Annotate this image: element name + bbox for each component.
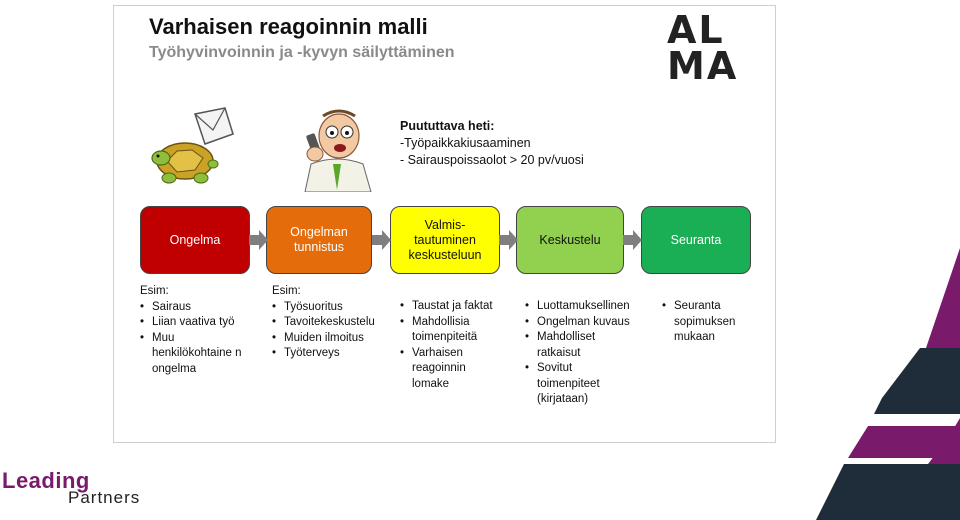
decorative-stripes [816,248,960,520]
stage-label: Valmis- tautuminen keskusteluun [409,218,482,263]
column-seuranta: Seuranta sopimuksen mukaan [662,299,757,346]
column-item: Liian vaativa työ [140,315,260,331]
stage-label-line: Ongelman [290,225,348,239]
column-item: Työterveys [272,346,397,362]
alma-logo-line-2: MA [667,44,739,88]
stage-ongelma: Ongelma [140,206,250,274]
column-item: Luottamuksellinen [525,299,655,315]
column-item: Tavoitekeskustelu [272,315,397,331]
turtle-illustration [151,107,234,184]
stage-label: Seuranta [671,233,722,248]
column-item: Muiden ilmoitus [272,331,397,347]
arrow-right-icon [372,230,391,250]
immediate-heading: Puututtava heti: [400,119,495,133]
stage-label-line: tunnistus [293,240,345,254]
slide-subtitle: Työhyvinvoinnin ja -kyvyn säilyttäminen [149,44,455,61]
brand-line-2: Partners [68,488,141,507]
stage-ongelman-tunnistus: Ongelman tunnistus [266,206,372,274]
leading-partners-logo: Leading Partners [2,468,202,508]
stage-valmistautuminen: Valmis- tautuminen keskusteluun [390,206,500,274]
column-valmistautuminen: Taustat ja faktat Mahdollisia toimenpite… [400,299,510,392]
slide-title: Varhaisen reagoinnin malli [149,14,428,39]
column-heading: Esim: [140,285,169,297]
stage-label-line: Seuranta [670,232,722,247]
column-item: Työsuoritus [272,300,397,316]
column-item: Sovitut toimenpiteet (kirjataan) [525,361,627,408]
column-item: Taustat ja faktat [400,299,510,315]
immediate-item: -Työpaikkakiusaaminen [400,136,531,150]
column-item: Seuranta sopimuksen mukaan [662,299,756,346]
alma-logo: AL MA [667,8,763,88]
arrow-right-icon [499,230,518,250]
stage-label: Ongelman tunnistus [290,225,348,255]
column-item: Sairaus [140,300,260,316]
stage-label-line: Ongelma [169,232,221,247]
column-ongelma: Esim: Sairaus Liian vaativa työ Muu henk… [140,284,260,377]
stage-label-line: keskusteluun [408,247,482,262]
stage-label-line: Valmis- [424,217,466,232]
slide: Varhaisen reagoinnin malli Työhyvinvoinn… [113,5,776,443]
arrow-right-icon [249,230,268,250]
column-item: Ongelman kuvaus [525,315,655,331]
stressed-man-illustration [304,109,372,192]
alma-logo-line-1: AL [667,8,725,52]
column-tunnistus: Esim: Työsuoritus Tavoitekeskustelu Muid… [272,284,397,362]
brand-line-1: Leading [2,468,90,493]
immediate-item: - Sairauspoissaolot > 20 pv/vuosi [400,153,584,167]
column-item: Mahdolliset ratkaisut [525,330,627,361]
stage-label: Keskustelu [539,233,600,248]
column-item: Varhaisen reagoinnin lomake [400,346,502,393]
stage-keskustelu: Keskustelu [516,206,624,274]
stage-label: Ongelma [170,233,221,248]
stage-label-line: tautuminen [414,232,476,247]
stage-label-line: Keskustelu [539,232,601,247]
column-keskustelu: Luottamuksellinen Ongelman kuvaus Mahdol… [525,299,655,408]
column-heading: Esim: [272,285,301,297]
column-item: Muu henkilökohtaine n ongelma [140,331,257,378]
arrow-right-icon [623,230,642,250]
immediate-action-note: Puututtava heti: -Työpaikkakiusaaminen -… [400,118,584,169]
column-item: Mahdollisia toimenpiteitä [400,315,502,346]
stage-seuranta: Seuranta [641,206,751,274]
